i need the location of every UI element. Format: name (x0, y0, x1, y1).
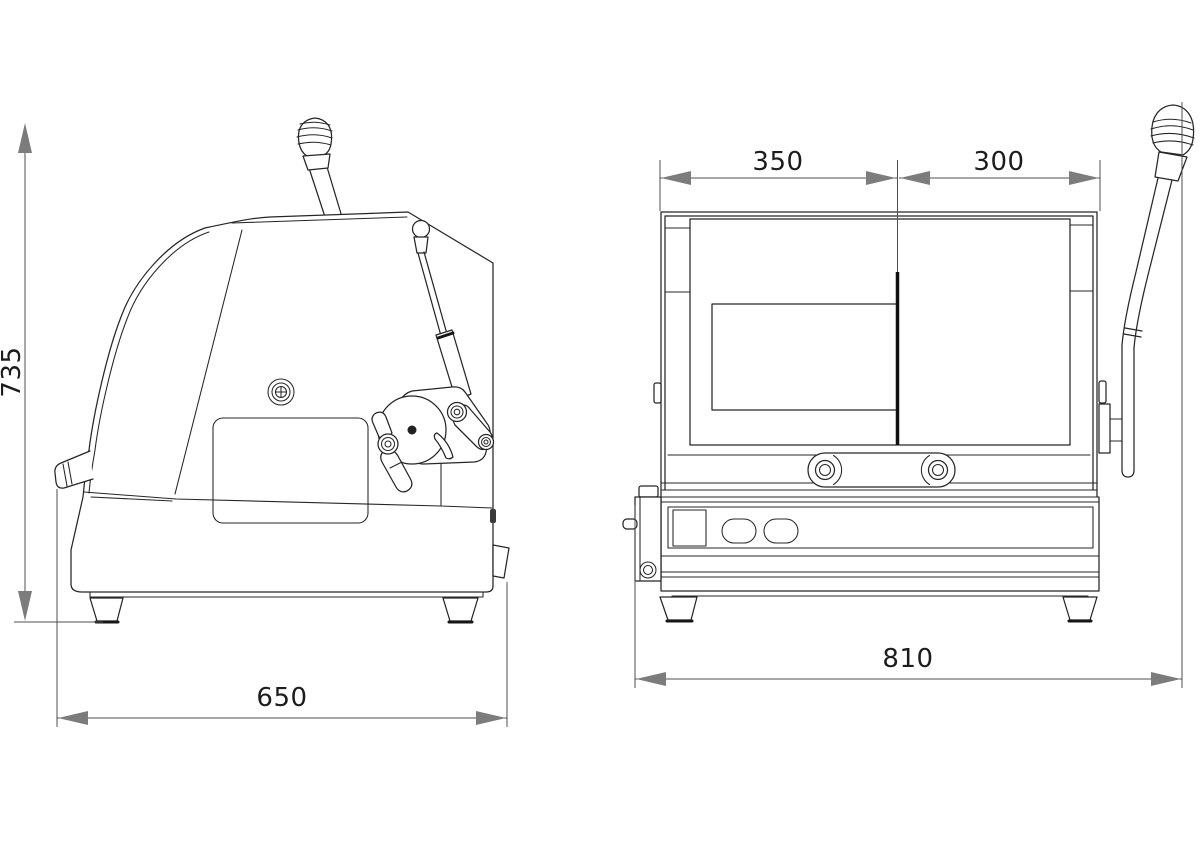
base-lines (660, 496, 1100, 597)
strut-band (436, 331, 455, 340)
side-view (54, 117, 510, 624)
clamp-lever-right (446, 401, 495, 451)
machine-body-silhouette (70, 211, 494, 593)
pulley-hub-dot (407, 425, 417, 435)
machine-foot (89, 597, 124, 624)
dim-label: 810 (882, 644, 933, 674)
machine-foot (1062, 596, 1098, 623)
dimensions: 735 650 350 300 810 (0, 102, 1183, 727)
cutting-lever-front (1121, 104, 1195, 478)
lever-shaft-lower (1121, 344, 1135, 478)
lid-pin-left (653, 382, 662, 404)
lever-knob-collar (302, 153, 331, 171)
handle-screw (814, 459, 836, 481)
arrowhead-up (18, 123, 32, 153)
gas-strut (411, 219, 472, 401)
cover-screw (267, 378, 295, 406)
side-latch (490, 509, 496, 523)
lid-handle (807, 452, 956, 488)
enclosure-outline (660, 211, 1100, 592)
plate-slot (433, 432, 454, 460)
hood-inner-lines (83, 216, 493, 509)
arrowhead-right (1069, 171, 1099, 185)
arrowhead-right (866, 171, 896, 185)
dim-width-right: 300 (899, 147, 1101, 211)
arrowhead-right (476, 711, 506, 725)
handle-screw (927, 459, 949, 481)
lever-knob-ribs (296, 121, 333, 146)
control-strip (667, 506, 1094, 549)
dim-depth: 650 (56, 489, 508, 727)
arrowhead-left (661, 171, 691, 185)
side-switch-box (622, 485, 662, 582)
hinge-lines (664, 224, 1094, 293)
dim-height: 735 (0, 123, 103, 623)
dim-label: 735 (0, 346, 27, 397)
lid-panel (689, 218, 1071, 446)
drain-spout (54, 450, 94, 489)
strut-cylinder (435, 329, 472, 401)
control-button (763, 518, 799, 544)
machine-foot (442, 597, 479, 624)
clamp-lever-left (371, 411, 413, 493)
lever-knob-collar (1154, 151, 1188, 182)
lever-knob (1151, 104, 1195, 156)
lever-pivot-bracket (1098, 403, 1123, 454)
dim-label: 300 (973, 147, 1024, 177)
lever-knob-ribs (1150, 118, 1195, 146)
display-window (672, 509, 707, 547)
base-bottom-strip (89, 591, 484, 598)
arrowhead-left (58, 711, 88, 725)
strut-ball-joint (411, 219, 431, 239)
lid-pin-right (1098, 380, 1107, 404)
arrowhead-left (636, 672, 666, 686)
spout-cap-band (62, 461, 73, 487)
control-button (721, 518, 757, 544)
front-view (622, 104, 1195, 623)
arrowhead-down (18, 591, 32, 621)
switch-pin (622, 518, 638, 530)
dim-width-left: 350 (659, 147, 898, 272)
access-panel (212, 417, 369, 524)
dim-label: 650 (256, 683, 307, 713)
lever-knob (297, 117, 333, 157)
arrowhead-right (1151, 672, 1181, 686)
inspection-window (711, 303, 898, 411)
dim-label: 350 (752, 147, 803, 177)
arrowhead-left (900, 171, 930, 185)
lever-shaft (1121, 177, 1173, 349)
dim-width-total: 810 (634, 102, 1183, 688)
side-bracket (492, 544, 510, 579)
machine-foot (659, 596, 698, 623)
